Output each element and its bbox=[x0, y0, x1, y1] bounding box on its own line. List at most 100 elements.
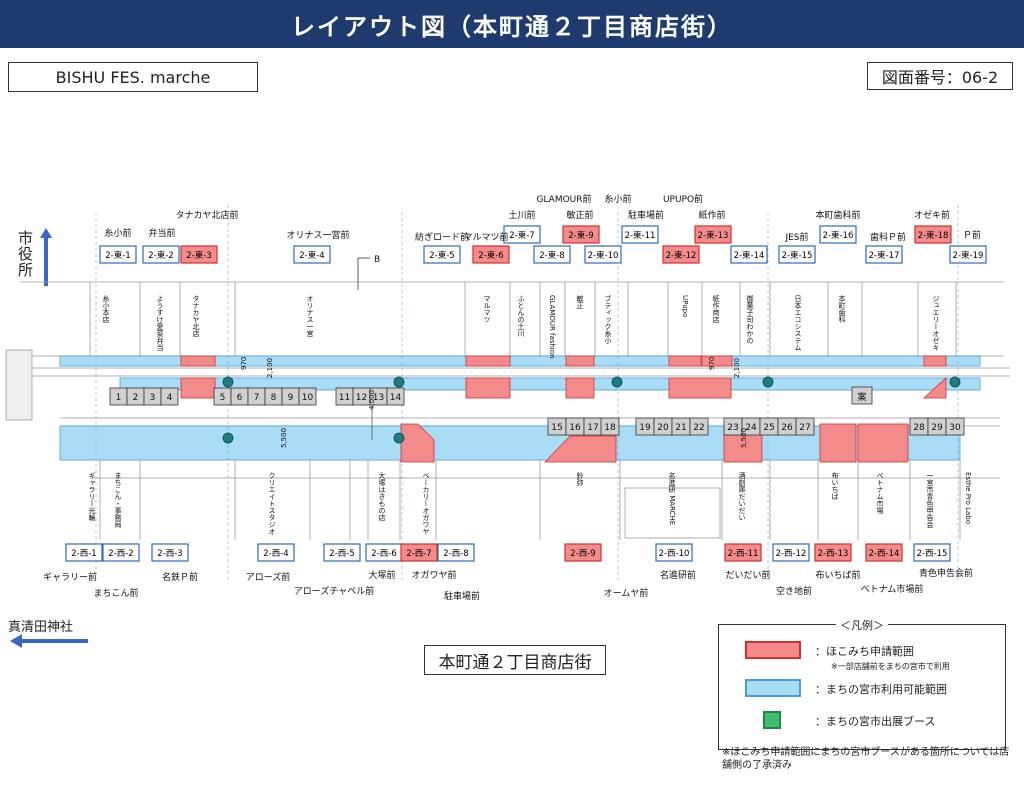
id-2-東-5[interactable]: 2-東-5 bbox=[423, 245, 461, 264]
id-2-西-6[interactable]: 2-西-6 bbox=[365, 543, 403, 562]
id-2-西-12[interactable]: 2-西-12 bbox=[772, 543, 810, 562]
id-2-西-14[interactable]: 2-西-14 bbox=[865, 543, 903, 562]
street-name: 本町通２丁目商店街 bbox=[424, 645, 606, 675]
west-shop-name: Esthe Pro Labo bbox=[964, 472, 972, 524]
booth-9: 9 bbox=[281, 387, 300, 406]
id-2-西-10[interactable]: 2-西-10 bbox=[655, 543, 693, 562]
booth-17: 17 bbox=[583, 417, 603, 436]
east-shop-name: ブティック糸小 bbox=[604, 294, 612, 345]
svg-text:2-東-19: 2-東-19 bbox=[953, 250, 984, 261]
west-shop-names: ギャラリー光輪まちこん・事務局クリエイトスタジオ大塚はきもの店ベーカリーオガワヤ… bbox=[88, 471, 972, 535]
id-2-東-18[interactable]: 2-東-18 bbox=[914, 225, 952, 244]
id-2-東-9[interactable]: 2-東-9 bbox=[562, 225, 600, 244]
east-label: 弁当前 bbox=[148, 227, 175, 239]
id-2-西-13[interactable]: 2-西-13 bbox=[814, 543, 852, 562]
east-shop-name: ようすけ愛菜弁当 bbox=[156, 295, 164, 352]
id-2-東-17[interactable]: 2-東-17 bbox=[865, 245, 903, 264]
booth-11: 11 bbox=[335, 387, 354, 406]
west-label: アローズチャペル前 bbox=[294, 585, 374, 597]
id-2-東-4[interactable]: 2-東-4 bbox=[293, 245, 331, 264]
booth-3: 3 bbox=[143, 387, 162, 406]
west-label: ギャラリー前 bbox=[43, 571, 97, 583]
id-2-東-16[interactable]: 2-東-16 bbox=[819, 225, 857, 244]
east-shop-name: マルマツ bbox=[483, 295, 491, 323]
svg-text:2-西-6: 2-西-6 bbox=[371, 549, 396, 559]
svg-text:14: 14 bbox=[390, 393, 402, 403]
id-2-東-1[interactable]: 2-東-1 bbox=[99, 245, 137, 264]
booth-30: 30 bbox=[945, 417, 965, 436]
id-2-西-15[interactable]: 2-西-15 bbox=[913, 543, 951, 562]
id-2-西-7[interactable]: 2-西-7 bbox=[400, 543, 438, 562]
svg-text:3: 3 bbox=[150, 393, 156, 403]
footnote: ※ほこみち申請範囲にまちの宮市ブースがある箇所については店舗側の了承済み bbox=[722, 747, 1010, 771]
id-2-西-1[interactable]: 2-西-1 bbox=[65, 543, 103, 562]
id-2-東-14[interactable]: 2-東-14 bbox=[730, 245, 768, 264]
west-shop-name: ベトナム市場 bbox=[876, 472, 884, 515]
svg-text:15: 15 bbox=[551, 423, 562, 433]
west-shop-name: まちこん・事務局 bbox=[114, 472, 122, 529]
id-2-東-13[interactable]: 2-東-13 bbox=[694, 225, 732, 244]
svg-text:2-東-11: 2-東-11 bbox=[625, 230, 656, 241]
west-label: 青色申告会前 bbox=[919, 567, 973, 579]
id-2-東-15[interactable]: 2-東-15 bbox=[778, 245, 816, 264]
id-2-東-2[interactable]: 2-東-2 bbox=[142, 245, 180, 264]
id-2-東-11[interactable]: 2-東-11 bbox=[621, 225, 659, 244]
booth-4: 4 bbox=[160, 387, 179, 406]
svg-text:2-西-2: 2-西-2 bbox=[108, 549, 133, 559]
booth-25: 25 bbox=[759, 417, 779, 436]
east-label: 駐車場前 bbox=[628, 209, 664, 221]
id-2-東-12[interactable]: 2-東-12 bbox=[662, 245, 700, 264]
west-labels: ギャラリー前まちこん前名鉄Ｐ前アローズ前アローズチャペル前大塚前オガワヤ前駐車場… bbox=[43, 567, 973, 602]
svg-text:7: 7 bbox=[254, 393, 260, 403]
west-shop-name: クリエイトスタジオ bbox=[268, 472, 276, 535]
id-2-東-6[interactable]: 2-東-6 bbox=[472, 245, 510, 264]
east-shop-name: UPupo bbox=[681, 295, 689, 317]
west-label: オームヤ前 bbox=[604, 587, 649, 599]
east-shop-name: 紙作商店 bbox=[712, 294, 720, 324]
svg-text:2-東-5: 2-東-5 bbox=[429, 250, 454, 261]
id-2-東-19[interactable]: 2-東-19 bbox=[949, 245, 987, 264]
east-label: オリナス一宮前 bbox=[286, 229, 349, 241]
id-2-西-2[interactable]: 2-西-2 bbox=[102, 543, 140, 562]
east-label: タナカヤ北店前 bbox=[175, 209, 238, 221]
booth-28: 28 bbox=[909, 417, 929, 436]
id-2-東-8[interactable]: 2-東-8 bbox=[533, 245, 571, 264]
city-office-label: 市役所 bbox=[18, 229, 34, 279]
id-2-西-5[interactable]: 2-西-5 bbox=[323, 543, 361, 562]
booth-7: 7 bbox=[247, 387, 266, 406]
svg-text:9: 9 bbox=[288, 393, 294, 403]
svg-text:2-東-15: 2-東-15 bbox=[782, 250, 813, 261]
svg-text:2-東-1: 2-東-1 bbox=[105, 250, 130, 261]
id-2-東-10[interactable]: 2-東-10 bbox=[584, 245, 622, 264]
id-2-東-3[interactable]: 2-東-3 bbox=[180, 245, 218, 264]
id-2-西-4[interactable]: 2-西-4 bbox=[257, 543, 295, 562]
east-shop-name: GLAMOUR fashion bbox=[548, 295, 556, 359]
id-2-西-9[interactable]: 2-西-9 bbox=[564, 543, 602, 562]
booth-22: 22 bbox=[689, 417, 709, 436]
east-label: 糸小前 bbox=[604, 193, 631, 205]
svg-text:2-西-5: 2-西-5 bbox=[329, 549, 354, 559]
svg-text:2-西-8: 2-西-8 bbox=[443, 549, 468, 559]
west-label: 名鉄Ｐ前 bbox=[162, 571, 198, 583]
west-label: ベトナム市場前 bbox=[861, 583, 924, 595]
west-shop-name: ギャラリー光輪 bbox=[88, 472, 96, 522]
svg-text:6: 6 bbox=[237, 393, 243, 403]
legend-application-note: ※一部店舗前をまちの宮市で利用 bbox=[831, 662, 950, 671]
id-2-西-11[interactable]: 2-西-11 bbox=[724, 543, 762, 562]
svg-text:2-東-10: 2-東-10 bbox=[588, 250, 619, 261]
west-label: 駐車場前 bbox=[444, 590, 480, 602]
dimension-label: 2,100 bbox=[266, 358, 274, 378]
id-2-東-7[interactable]: 2-東-7 bbox=[503, 225, 541, 244]
id-2-西-3[interactable]: 2-西-3 bbox=[151, 543, 189, 562]
id-2-西-8[interactable]: 2-西-8 bbox=[437, 543, 475, 562]
svg-text:2-西-4: 2-西-4 bbox=[263, 549, 288, 559]
svg-text:10: 10 bbox=[302, 393, 314, 403]
east-shop-name: 日本エコシステム bbox=[794, 295, 802, 351]
east-label: マルマツ前 bbox=[463, 231, 508, 243]
east-shop-name: ジュエリーオゼキ bbox=[932, 295, 940, 351]
svg-text:2-西-3: 2-西-3 bbox=[157, 549, 182, 559]
svg-text:11: 11 bbox=[339, 393, 350, 403]
event-name: BISHU FES. marche bbox=[8, 62, 258, 92]
